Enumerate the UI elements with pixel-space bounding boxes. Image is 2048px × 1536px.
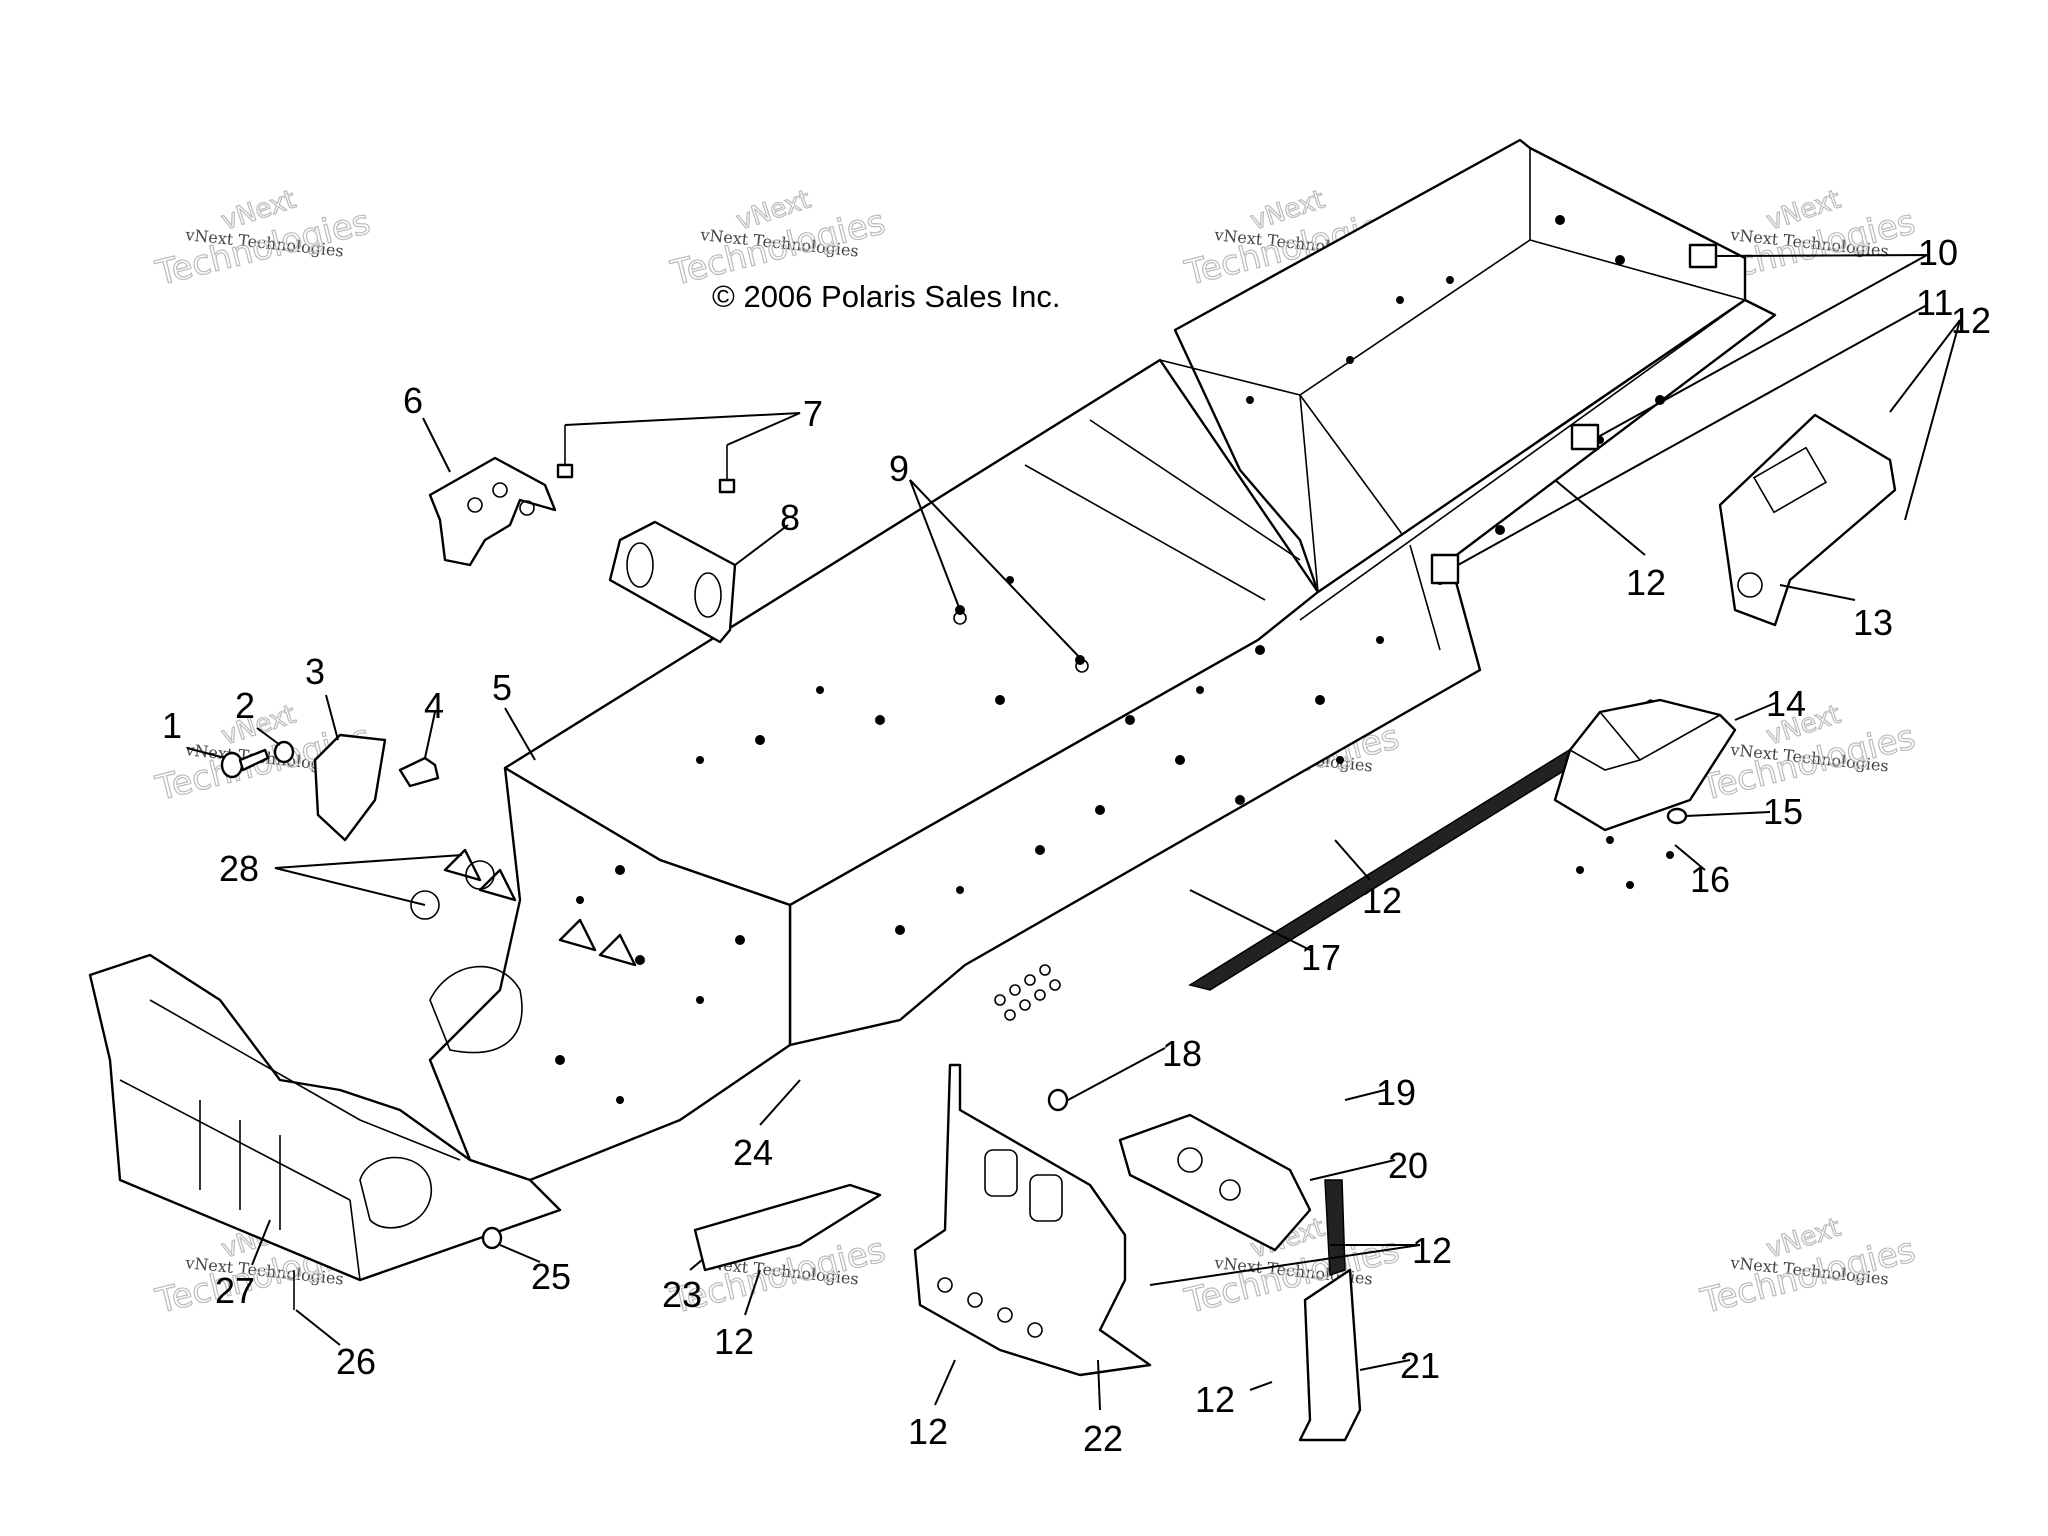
tunnel-plug-hole [953,611,967,625]
callout-5: 5 [492,667,512,708]
callout-19: 19 [1376,1072,1416,1113]
callout-4: 4 [424,685,444,726]
part-21-bracket [1298,1268,1362,1442]
part-10-latch [1688,243,1718,269]
callout-25: 25 [531,1256,571,1297]
part-15-washer [1666,807,1688,825]
part-8-plate [608,520,737,644]
grommet [558,918,597,952]
grommet [443,848,482,882]
callout-27: 27 [215,1270,255,1311]
watermark: vNext vNext Technologies Technologies [151,184,375,295]
part-1-bolt [220,748,270,779]
callout-14: 14 [1766,683,1806,724]
callout-12-rear-box: 12 [1626,562,1666,603]
plug [410,890,440,920]
callout-12-top-right: 12 [1951,300,1991,341]
callout-13: 13 [1853,602,1893,643]
callout-12-bracket-21: 12 [1195,1379,1235,1420]
part-11-latch [1430,553,1460,585]
watermark: vNext vNext Technologies Technologies [1696,1212,1920,1323]
callout-3: 3 [305,651,325,692]
callout-10: 10 [1918,232,1958,273]
part-16-screws [1576,836,1674,889]
part-14-footrest [1553,698,1737,832]
part-10-latch [1570,423,1600,451]
callout-17: 17 [1301,937,1341,978]
part-7-bolts [556,425,736,494]
copyright-notice: © 2006 Polaris Sales Inc. [712,279,1061,314]
loose-parts [220,243,1897,1442]
callout-24: 24 [733,1132,773,1173]
part-18-bushing [1047,1088,1069,1112]
callout-12-panel-20: 12 [1412,1230,1452,1271]
part-2-nut [273,740,295,764]
callout-23: 23 [662,1274,702,1315]
grommet [478,868,517,902]
part-13-bracket [1718,413,1897,627]
part-6-bracket [428,456,557,567]
watermark: vNext vNext Technologies Technologies [1696,699,1920,810]
callout-20: 20 [1388,1145,1428,1186]
watermark: vNext vNext Technologies Technologies [666,184,890,295]
callout-2: 2 [235,685,255,726]
callout-12-tunnel: 12 [1362,880,1402,921]
callout-12-panel-22: 12 [908,1411,948,1452]
callout-26: 26 [336,1341,376,1382]
part-22-panel [913,1063,1152,1377]
part-20-panel [1118,1113,1312,1252]
callout-22: 22 [1083,1418,1123,1459]
callout-6: 6 [403,380,423,421]
callout-9: 9 [889,448,909,489]
front-cradle [88,953,562,1282]
part-23-shield [693,1183,882,1272]
callout-28: 28 [219,848,259,889]
plug [465,860,495,890]
leader-lines [186,254,1961,1411]
callout-21: 21 [1400,1345,1440,1386]
callout-15: 15 [1763,791,1803,832]
chassis-frame [88,138,1777,1282]
callout-7: 7 [803,393,823,434]
callouts: 1 2 3 4 5 6 7 8 9 10 11 12 12 13 14 15 1… [162,232,1991,1459]
part-3-plate [313,733,387,842]
callout-8: 8 [780,497,800,538]
callout-18: 18 [1162,1033,1202,1074]
callout-12-shield-23: 12 [714,1321,754,1362]
part-19-strap [1324,1179,1346,1277]
callout-16: 16 [1690,859,1730,900]
callout-1: 1 [162,705,182,746]
part-4-bolt [398,756,440,788]
hole-pattern [555,215,1665,1104]
vent-hole-cluster [994,964,1061,1021]
grommet [598,933,637,967]
callout-11: 11 [1916,282,1953,323]
part-25-plug [481,1226,503,1250]
